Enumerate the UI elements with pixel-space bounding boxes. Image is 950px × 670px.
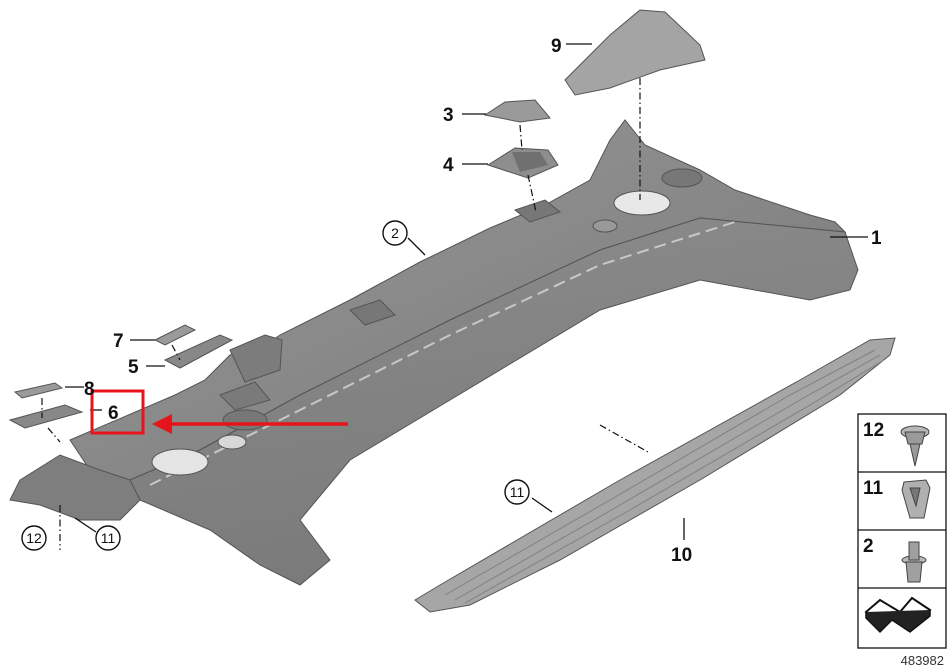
part-9-cover: [564, 9, 706, 96]
svg-text:12: 12: [863, 420, 884, 441]
legend-item-tape: [864, 596, 932, 634]
rear-shelf-trim: [9, 119, 859, 586]
part-6-grille: [8, 404, 84, 429]
callout-1: 1: [871, 228, 882, 249]
leader-lines: [41, 43, 868, 550]
svg-text:11: 11: [510, 484, 525, 500]
callout-4: 4: [443, 155, 454, 176]
callout-7: 7: [113, 331, 124, 352]
part-5-grille: [163, 334, 234, 369]
callout-3: 3: [443, 105, 454, 126]
callout-5: 5: [128, 357, 139, 378]
callout-8: 8: [84, 379, 95, 400]
cover-strip: [414, 337, 896, 613]
svg-text:11: 11: [101, 530, 116, 546]
callout-9: 9: [551, 36, 562, 57]
part-8-strip: [13, 382, 64, 399]
highlight-box: [90, 389, 145, 435]
circled-callout-11-strip: 11: [504, 479, 530, 505]
legend-item-2: 2: [863, 536, 927, 583]
part-4-bracket: [486, 147, 559, 179]
part-3-cap: [483, 99, 551, 123]
expanding-rivet-icon: [901, 541, 927, 583]
circled-callout-11-left: 11: [95, 525, 121, 551]
callout-10: 10: [671, 545, 692, 566]
catalog-number: 483982: [901, 653, 944, 668]
svg-text:12: 12: [26, 530, 42, 546]
sealing-tape-icon: [864, 596, 932, 634]
callout-labels: 9 3 4 1 7 5 8 6 10 2 11 11 12: [21, 36, 882, 566]
highlight-arrowhead: [152, 414, 172, 434]
callout-6: 6: [108, 403, 119, 424]
clip-icon: [901, 479, 931, 519]
svg-text:11: 11: [863, 478, 884, 499]
svg-text:2: 2: [863, 536, 874, 557]
legend-item-12: 12: [863, 420, 930, 467]
circled-callout-2: 2: [382, 220, 408, 246]
highlight-annotation: [90, 389, 348, 435]
part-7-strip: [153, 324, 197, 346]
circled-callout-12: 12: [21, 525, 47, 551]
screw-icon: [900, 425, 930, 467]
fastener-legend: 12 11 2: [857, 413, 947, 649]
legend-item-11: 11: [863, 478, 931, 519]
svg-text:2: 2: [391, 225, 399, 241]
